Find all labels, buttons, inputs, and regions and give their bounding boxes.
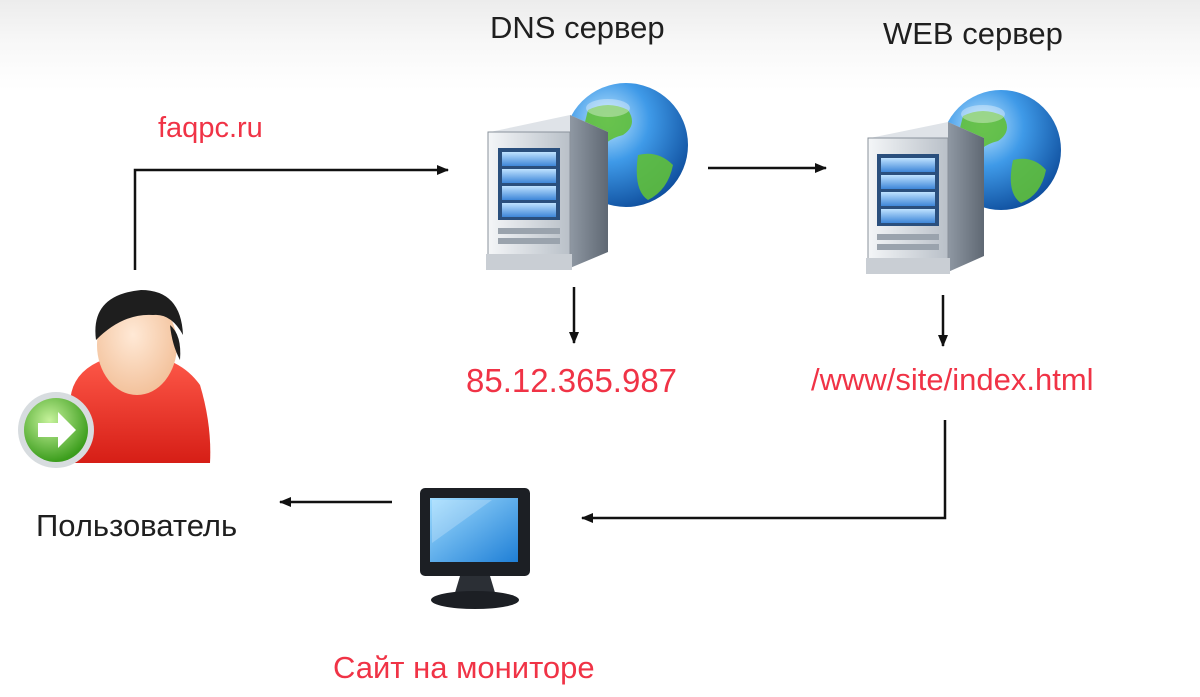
dns-server-icon [486, 83, 688, 270]
ip-address-label: 85.12.365.987 [466, 362, 678, 399]
monitor-label: Сайт на мониторе [333, 650, 595, 685]
arrows [133, 163, 948, 523]
dns-server-label: DNS сервер [490, 10, 665, 45]
monitor-icon [420, 488, 530, 609]
domain-label: faqpc.ru [158, 112, 263, 144]
arrow-user-to-dns [133, 165, 449, 270]
arrow-badge-icon [18, 392, 94, 468]
web-server-icon [866, 90, 1061, 274]
file-path-label: /www/site/index.html [811, 362, 1094, 397]
user-label: Пользователь [36, 508, 238, 543]
arrow-path-to-monitor [581, 420, 947, 523]
user-icon [70, 290, 211, 463]
web-server-label: WEB сервер [883, 16, 1063, 51]
